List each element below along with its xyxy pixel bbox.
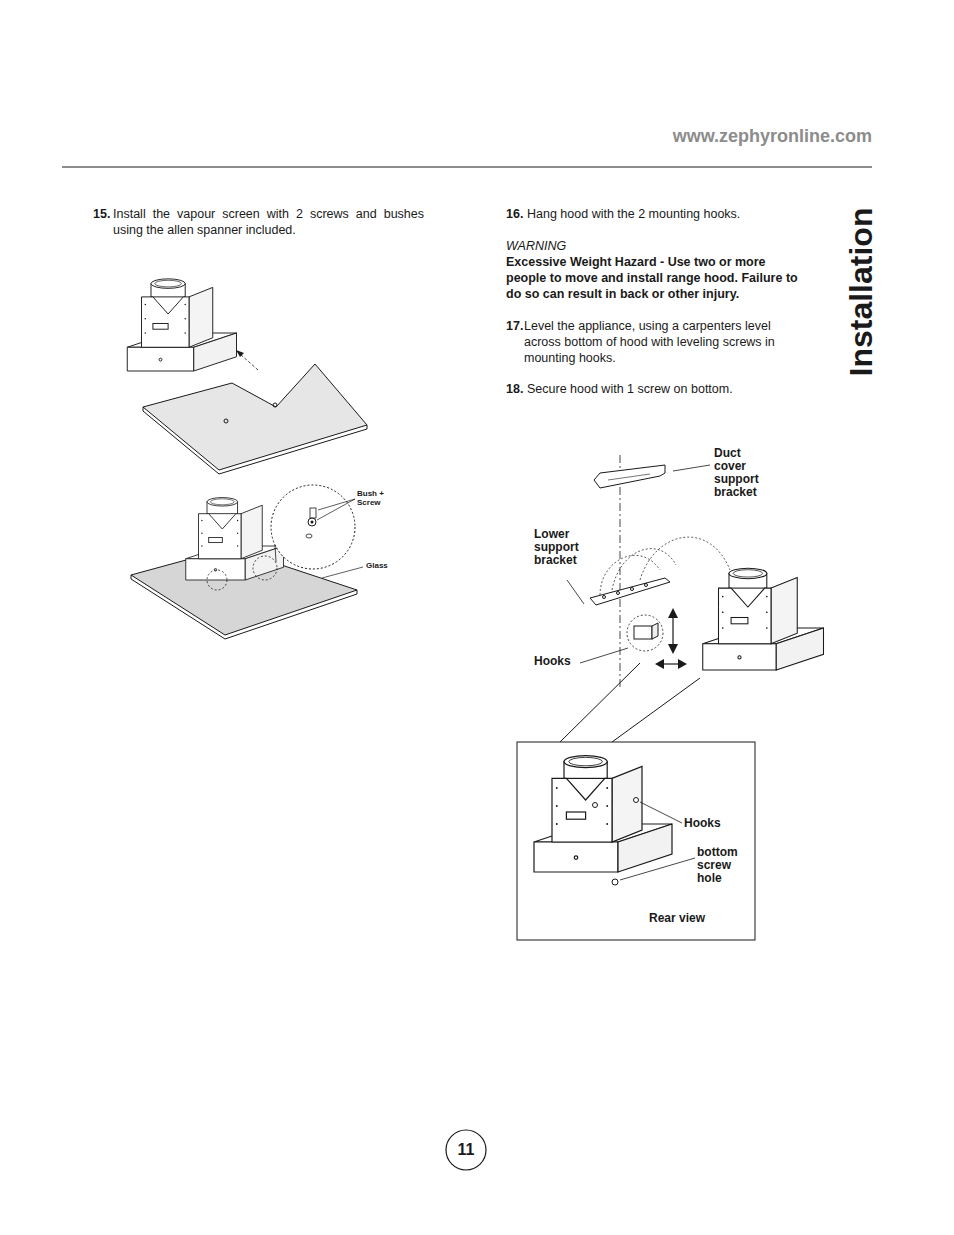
hanging-figure <box>678 659 687 669</box>
header-rule <box>62 167 872 168</box>
hanging-figure <box>668 608 678 618</box>
vapour-screen-figure <box>240 354 258 370</box>
part-label: Hooks <box>684 817 721 830</box>
hanging-figure <box>634 626 652 639</box>
vapour-screen-figure <box>273 403 277 407</box>
hanging-figure <box>631 588 634 591</box>
hanging-figure <box>560 455 824 742</box>
rear-view-inset <box>612 879 618 885</box>
vapour-screen-installed <box>317 499 355 520</box>
vapour-screen-installed <box>131 485 363 639</box>
part-label: bottom screw hole <box>697 846 749 885</box>
vapour-screen-figure <box>224 419 228 423</box>
rear-view-inset <box>620 858 695 880</box>
part-label: Duct cover support bracket <box>714 447 770 499</box>
vapour-screen-figure <box>127 279 367 474</box>
vapour-screen-figure <box>143 407 367 474</box>
vapour-screen-installed <box>306 534 312 538</box>
hanging-figure <box>567 580 584 604</box>
hanging-figure <box>673 465 710 471</box>
vapour-screen-installed <box>318 499 355 510</box>
step-number: 15. <box>93 206 110 222</box>
vapour-screen-installed <box>310 508 316 518</box>
step-number: 17. <box>506 318 523 334</box>
rear-view-inset <box>534 756 672 872</box>
step-number: 16. <box>506 206 523 222</box>
rear-view-inset <box>517 742 755 940</box>
hanging-figure <box>655 659 664 669</box>
page-number: 11 <box>446 1141 486 1159</box>
step-number: 18. <box>506 381 523 397</box>
rear-view-inset <box>640 802 682 823</box>
hanging-figure <box>645 584 648 587</box>
part-label: Lower support bracket <box>534 528 596 567</box>
rear-view-inset <box>634 798 639 803</box>
vapour-screen-installed <box>308 518 316 526</box>
vapour-screen-figure <box>143 364 367 470</box>
page-number-circle <box>446 1130 486 1170</box>
vapour-screen-installed <box>186 498 284 580</box>
vapour-screen-installed <box>131 575 357 639</box>
hanging-figure <box>620 455 621 690</box>
vapour-screen-installed <box>271 485 355 569</box>
rear-view-inset <box>517 742 755 940</box>
hanging-figure <box>652 623 658 639</box>
hanging-figure <box>627 615 663 651</box>
hanging-figure <box>703 568 824 670</box>
part-label: Glass <box>366 561 388 571</box>
hanging-figure <box>612 678 700 742</box>
hanging-figure <box>617 592 620 595</box>
vapour-screen-installed <box>322 567 363 578</box>
vapour-screen-figure <box>127 279 236 371</box>
vapour-screen-installed <box>207 570 227 590</box>
hanging-figure <box>603 596 606 599</box>
vapour-screen-installed <box>275 545 276 562</box>
rear-view-inset <box>593 803 598 808</box>
section-title: Installation <box>843 208 879 377</box>
hanging-figure <box>594 465 665 488</box>
part-label: Rear view <box>649 912 705 925</box>
hanging-figure <box>608 474 650 480</box>
hanging-figure <box>668 644 678 654</box>
vapour-screen-installed <box>311 521 314 524</box>
header-rule <box>62 167 872 168</box>
step-text: Hang hood with the 2 mounting hooks. <box>527 206 807 222</box>
warning-heading: WARNING <box>506 238 566 254</box>
hanging-figure <box>640 537 730 580</box>
part-label: Bush + Screw <box>357 489 391 507</box>
step-text: Install the vapour screen with 2 screws … <box>113 206 424 238</box>
step-text: Secure hood with 1 screw on bottom. <box>527 381 807 397</box>
part-label: Hooks <box>534 655 571 668</box>
vapour-screen-figure <box>236 350 244 357</box>
vapour-screen-installed <box>253 556 277 580</box>
hanging-figure <box>600 555 660 595</box>
website-url: www.zephyronline.com <box>600 125 872 147</box>
page-number-circle <box>446 1130 486 1170</box>
step-text: Level the appliance, using a carpenters … <box>524 318 800 366</box>
hanging-figure <box>612 549 676 590</box>
warning-text: Excessive Weight Hazard - Use two or mor… <box>506 254 806 302</box>
hanging-figure <box>580 648 628 663</box>
